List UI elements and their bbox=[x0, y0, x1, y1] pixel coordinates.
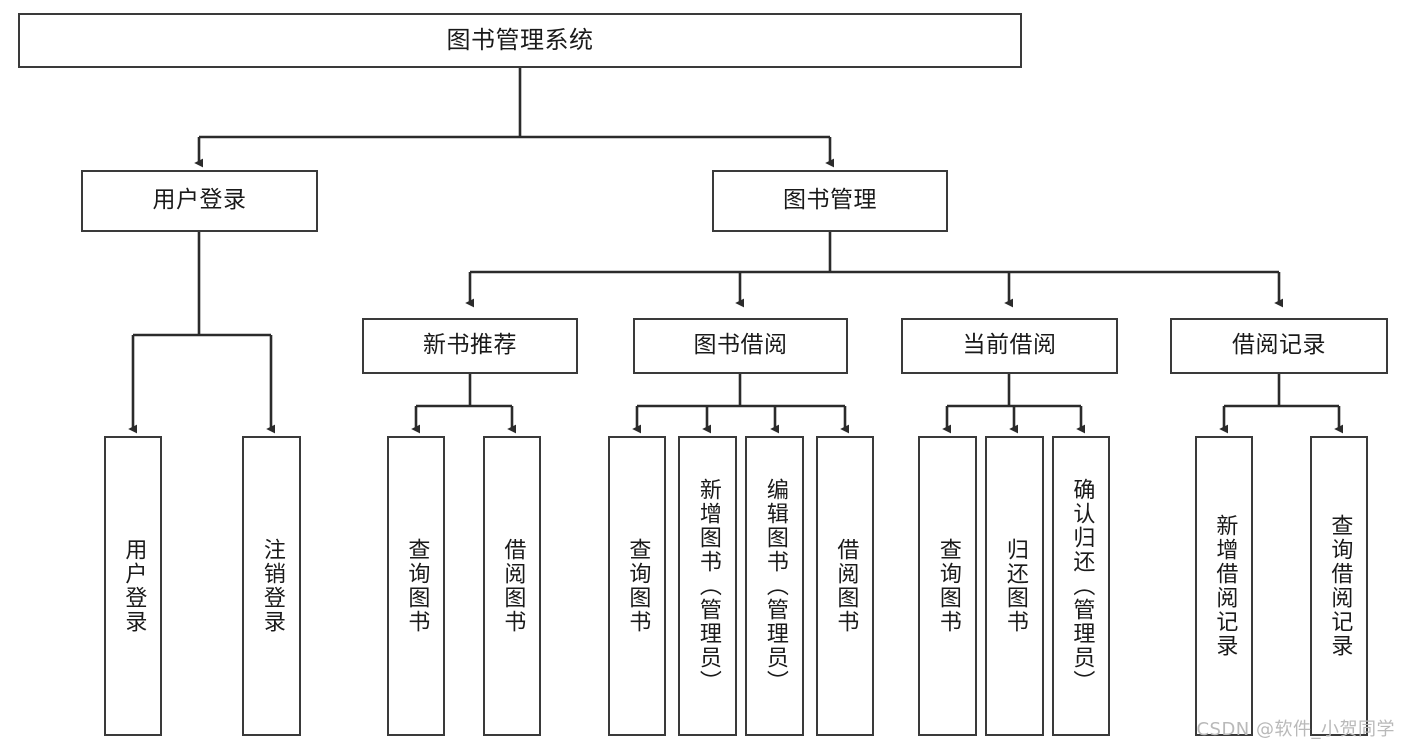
node-leaf-user-login-label: 用户登录 bbox=[121, 538, 147, 634]
node-borrow-record[interactable]: 借阅记录 bbox=[1170, 318, 1388, 374]
node-leaf-query-book-recommend-label: 查询图书 bbox=[404, 538, 430, 634]
csdn-watermark: CSDN @软件_小贺同学 bbox=[1196, 719, 1395, 740]
node-leaf-borrow-book-label: 借阅图书 bbox=[833, 538, 859, 634]
node-book-borrow[interactable]: 图书借阅 bbox=[633, 318, 848, 374]
node-root-book-management-system[interactable]: 图书管理系统 bbox=[18, 13, 1022, 68]
node-user-login[interactable]: 用户登录 bbox=[81, 170, 318, 232]
node-book-borrow-label: 图书借阅 bbox=[693, 332, 788, 359]
node-root-label: 图书管理系统 bbox=[446, 26, 594, 55]
node-leaf-query-book-current-label: 查询图书 bbox=[935, 538, 961, 634]
node-leaf-add-borrow-record[interactable]: 新增借阅记录 bbox=[1195, 436, 1253, 736]
node-leaf-add-borrow-record-label: 新增借阅记录 bbox=[1212, 514, 1238, 658]
node-leaf-query-book-recommend[interactable]: 查询图书 bbox=[387, 436, 445, 736]
node-leaf-borrow-book-recommend-label: 借阅图书 bbox=[500, 538, 526, 634]
node-book-management-label: 图书管理 bbox=[783, 187, 877, 214]
node-leaf-edit-book-admin-label: 编辑图书（管理员） bbox=[762, 478, 788, 694]
node-current-borrow-label: 当前借阅 bbox=[962, 332, 1057, 359]
node-leaf-add-book-admin[interactable]: 新增图书（管理员） bbox=[678, 436, 737, 736]
node-leaf-return-book-label: 归还图书 bbox=[1002, 538, 1028, 634]
node-leaf-confirm-return-admin-label: 确认归还（管理员） bbox=[1069, 478, 1095, 694]
node-user-login-label: 用户登录 bbox=[152, 187, 247, 214]
node-borrow-record-label: 借阅记录 bbox=[1232, 332, 1326, 359]
node-leaf-add-book-admin-label: 新增图书（管理员） bbox=[695, 478, 721, 694]
node-leaf-user-login[interactable]: 用户登录 bbox=[104, 436, 162, 736]
node-leaf-edit-book-admin[interactable]: 编辑图书（管理员） bbox=[745, 436, 804, 736]
node-current-borrow[interactable]: 当前借阅 bbox=[901, 318, 1118, 374]
node-leaf-query-book-borrow-label: 查询图书 bbox=[625, 538, 651, 634]
node-leaf-logout[interactable]: 注销登录 bbox=[242, 436, 301, 736]
node-leaf-confirm-return-admin[interactable]: 确认归还（管理员） bbox=[1052, 436, 1110, 736]
node-leaf-query-borrow-record-label: 查询借阅记录 bbox=[1327, 514, 1353, 658]
node-leaf-borrow-book-recommend[interactable]: 借阅图书 bbox=[483, 436, 541, 736]
node-leaf-query-borrow-record[interactable]: 查询借阅记录 bbox=[1310, 436, 1368, 736]
node-leaf-query-book-current[interactable]: 查询图书 bbox=[918, 436, 977, 736]
node-leaf-query-book-borrow[interactable]: 查询图书 bbox=[608, 436, 666, 736]
node-new-book-recommend[interactable]: 新书推荐 bbox=[362, 318, 578, 374]
node-leaf-return-book[interactable]: 归还图书 bbox=[985, 436, 1044, 736]
node-leaf-logout-label: 注销登录 bbox=[259, 538, 285, 634]
node-book-management[interactable]: 图书管理 bbox=[712, 170, 948, 232]
node-new-book-recommend-label: 新书推荐 bbox=[423, 332, 517, 359]
node-leaf-borrow-book[interactable]: 借阅图书 bbox=[816, 436, 874, 736]
